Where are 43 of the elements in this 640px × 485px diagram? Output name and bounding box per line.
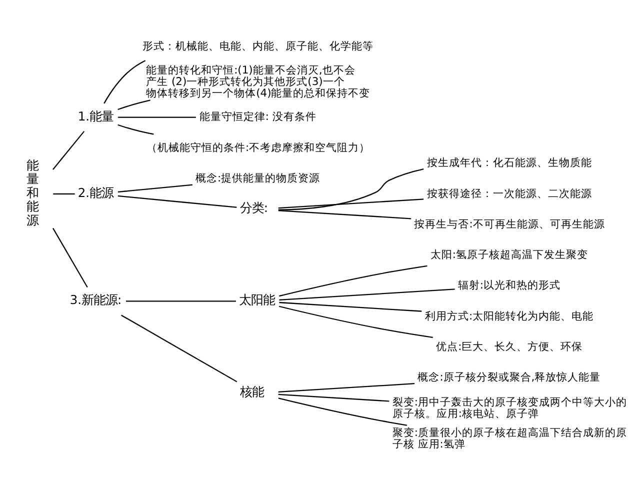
node-text: 分类:	[240, 200, 268, 215]
connector	[53, 192, 75, 194]
node-text: 能量守恒定律: 没有条件	[199, 110, 316, 123]
node-text: 概念:原子核分裂或聚合,释放惊人能量	[418, 370, 601, 384]
connector	[278, 397, 408, 426]
connector	[118, 116, 196, 118]
node-text: （机械能守恒的条件:不考虑摩擦和空气阻力）	[146, 140, 370, 154]
connector	[118, 184, 192, 192]
node-text: 3.新能源:	[70, 292, 122, 307]
node-text: 太阳:氢原子核超高温下发生聚变	[430, 248, 588, 261]
node-text: 能量的转化和守恒:(1)能量不会消灭,也不会产生 (2)一种形式转化为其他形式(3)一个物体转移到另一个物体(4)能量的总和保持不变	[146, 62, 370, 99]
node-text: 概念:提供能量的物质资源	[195, 170, 320, 184]
node-text: 形式：机械能、电能、内能、原子能、化学能等	[142, 39, 374, 52]
node-text: 优点:巨大、长久、方便、环保	[436, 340, 583, 353]
connector	[278, 264, 428, 296]
node-text: 1.能量	[78, 108, 114, 123]
connector	[126, 300, 236, 302]
connector	[278, 198, 424, 208]
connector	[278, 382, 415, 392]
node-text: 按获得途径：一次能源、二次能源	[426, 186, 592, 200]
connector	[278, 305, 433, 338]
connector	[52, 227, 88, 288]
connector	[118, 124, 154, 134]
node-text: 利用方式:太阳能转化为内能、电能	[424, 308, 594, 322]
connector	[279, 301, 422, 312]
connector	[104, 60, 146, 104]
node-text: 聚变:质量很小的原子核在超高温下结合成新的原子核 应用:氢弹	[392, 426, 628, 450]
connector	[278, 168, 424, 210]
connector	[121, 314, 238, 382]
connector	[118, 194, 237, 208]
node-text: 裂变:用中子轰击大的原子核变成两个中等大小的原子核。应用:核电站、原子弹	[392, 395, 628, 420]
connector	[278, 209, 412, 219]
node-text: 按生成年代：化石能源、生物质能	[426, 156, 592, 169]
node-text: 2.能源	[78, 185, 114, 200]
connector	[52, 130, 85, 170]
connector	[279, 288, 455, 300]
connector	[278, 393, 390, 402]
connector	[118, 99, 150, 110]
node-text: 辐射:以光和热的形式	[458, 278, 561, 292]
node-text: 按再生与否:不可再生能源、可再生能源	[414, 216, 605, 230]
node-text: 能量和能源	[26, 158, 38, 227]
node-text: 核能	[240, 384, 264, 399]
node-text: 太阳能	[239, 292, 276, 307]
